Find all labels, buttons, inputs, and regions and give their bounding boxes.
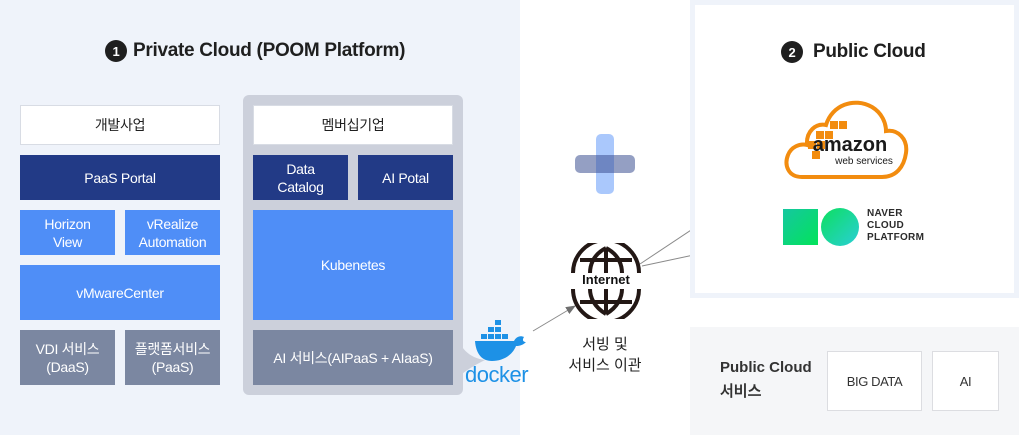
docker-whale-icon [475,320,526,361]
services-title-line1: Public Cloud [720,359,812,376]
step-2-badge: 2 [781,41,803,63]
naver-text-line2: CLOUD [867,220,905,231]
public-cloud-title: Public Cloud [813,41,926,62]
internet-label: Internet [582,272,630,287]
public-cloud-services-title: Public Cloud 서비스 [720,356,812,404]
plus-icon-horizontal [575,155,635,173]
platform-service-box: 플랫폼서비스 (PaaS) [125,330,220,385]
vrealize-automation-box: vRealize Automation [125,210,220,255]
horizon-view-box: Horizon View [20,210,115,255]
ai-portal-box: AI Potal [358,155,453,200]
service-ai: AI [932,351,999,411]
aws-amazon-text: amazon [813,134,887,156]
naver-text-line1: NAVER [867,208,903,219]
ai-service-box: AI 서비스(AIPaaS + AIaaS) [253,330,453,385]
arrow-docker-to-internet [532,305,576,332]
naver-text-line3: PLATFORM [867,232,925,243]
kubernetes-box: Kubenetes [253,210,453,320]
service-big-data: BIG DATA [827,351,922,411]
dev-project-header: 개발사업 [20,105,220,145]
membership-header: 멤버십기업 [253,105,453,145]
naver-cloud-logo-icon [783,208,859,246]
private-cloud-title: Private Cloud (POOM Platform) [133,40,406,61]
private-cloud-heading: 1 Private Cloud (POOM Platform) [105,40,405,62]
aws-webservices-text: web services [834,156,893,167]
services-title-line2: 서비스 [720,383,762,400]
naver-cloud-text: NAVER CLOUD PLATFORM [867,208,924,244]
data-catalog-box: Data Catalog [253,155,348,200]
paas-portal-box: PaaS Portal [20,155,220,200]
vdi-service-box: VDI 서비스 (DaaS) [20,330,115,385]
docker-label: docker [465,362,529,387]
public-cloud-heading: 2 Public Cloud [781,41,926,63]
vmware-center-box: vMwareCenter [20,265,220,320]
step-1-badge: 1 [105,40,127,62]
internet-globe-icon [571,243,641,319]
serving-migration-label: 서빙 및 서비스 이관 [568,336,642,374]
aws-logo-icon: amazon web services [784,100,909,179]
